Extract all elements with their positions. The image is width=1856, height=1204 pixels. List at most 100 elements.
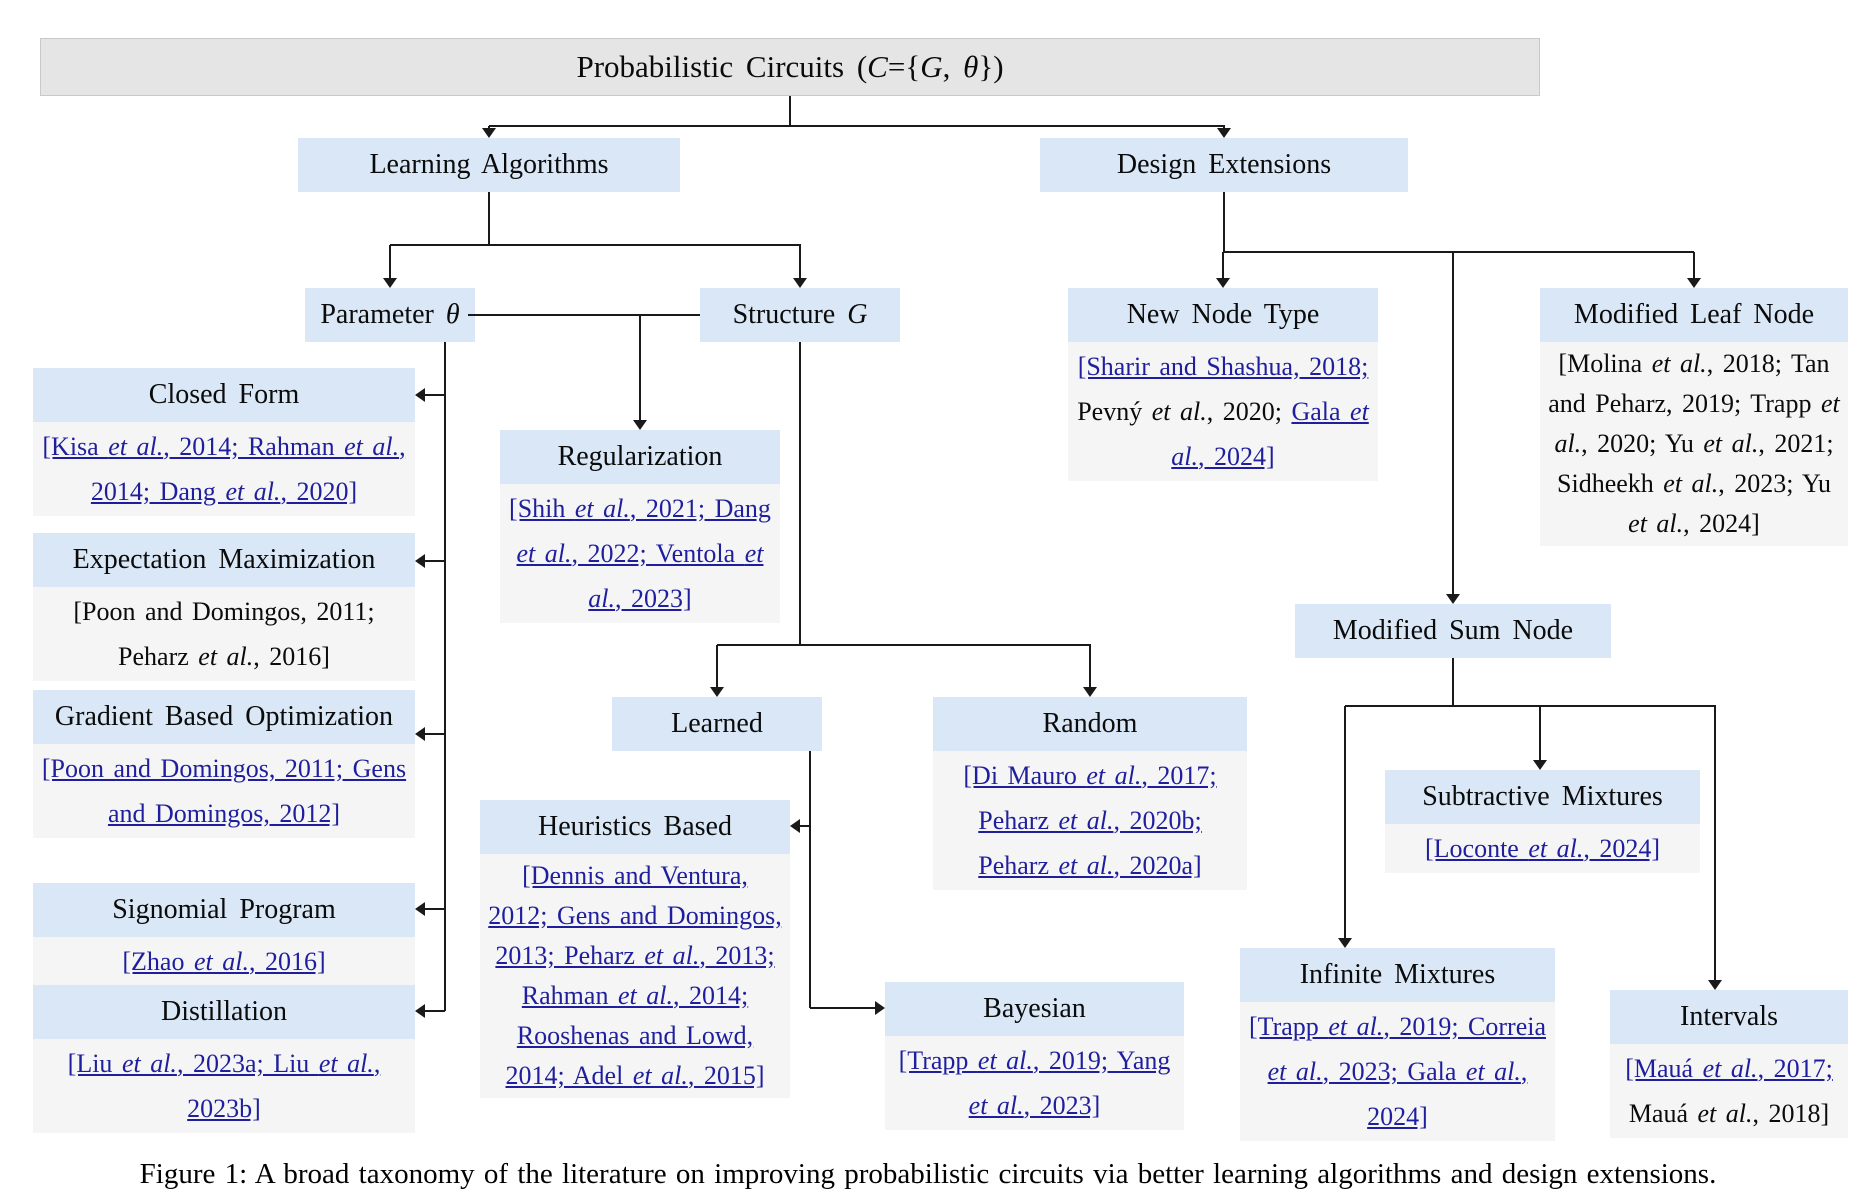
connector-stub-structure [799,245,801,280]
connector-stub-learned [716,645,718,689]
node-modified-leaf-node: Modified Leaf Node [Molina et al., 2018; … [1540,288,1848,546]
connector-closed-form-line [424,394,445,396]
citation-link[interactable]: [Di Mauro et al., 2017; Peharz et al., 2… [963,761,1217,880]
citation-link[interactable]: [Mauá et al., 2017; [1625,1054,1833,1083]
citation-text: Mauá et al., 2018] [1628,1099,1830,1128]
connector-intervals-drop [1714,706,1716,983]
connector-learning-split [390,244,801,246]
node-regularization: Regularization [Shih et al., 2021; Dang e… [500,430,780,623]
arrow-to-design-extensions [1217,128,1231,138]
node-citations: [Liu et al., 2023a; Liu et al., 2023b] [33,1039,415,1133]
node-label: Bayesian [885,982,1184,1036]
connector-signomial-line [424,908,445,910]
node-label: Closed Form [33,368,415,422]
citation-text: [Molina et al., 2018; Tan and Peharz, 20… [1548,349,1840,538]
node-label: Heuristics Based [480,800,790,854]
node-label: Gradient Based Optimization [33,690,415,744]
citation-link[interactable]: [Trapp et al., 2019; Yang et al., 2023] [898,1046,1171,1120]
node-learning-algorithms: Learning Algorithms [298,138,680,192]
node-label: Distillation [33,985,415,1039]
connector-stub-parameter [389,245,391,280]
connector-sum-node-drop [1452,252,1454,596]
connector-heuristics-line [800,825,810,827]
node-label: Parameter θ [305,288,475,342]
node-label: Learned [612,697,822,751]
node-new-node-type: New Node Type[Sharir and Shashua, 2018; … [1068,288,1378,481]
node-bayesian: Bayesian [Trapp et al., 2019; Yang et al.… [885,982,1184,1130]
citation-link[interactable]: [Poon and Domingos, 2011; Gens and Domin… [41,754,407,828]
node-citations: [Sharir and Shashua, 2018; Pevný et al.,… [1068,342,1378,481]
node-intervals: Intervals[Mauá et al., 2017; Mauá et al.… [1610,990,1848,1138]
citation-link[interactable]: [Loconte et al., 2024] [1424,834,1660,863]
node-label: Probabilistic Circuits (C={G, θ}) [40,38,1540,96]
node-root: Probabilistic Circuits (C={G, θ}) [40,38,1540,96]
node-citations: [Poon and Domingos, 2011; Gens and Domin… [33,744,415,838]
connector-stub-new-node [1222,252,1224,280]
node-structure-g: Structure G [700,288,900,342]
node-distillation: Distillation [Liu et al., 2023a; Liu et a… [33,985,415,1133]
connector-stub-subtractive [1539,706,1541,762]
node-label: Modified Sum Node [1295,604,1611,658]
connector-distillation-line [424,1010,445,1012]
citation-link[interactable]: [Zhao et al., 2016] [122,947,326,976]
connector-parameter-trunk [444,342,446,1011]
connector-design-split [1223,251,1694,253]
citation-link[interactable]: Gala et al., 2024] [1171,397,1369,471]
arrow-to-new-node-type [1216,278,1230,288]
node-label: Learning Algorithms [298,138,680,192]
node-label: Intervals [1610,990,1848,1044]
connector-gbo-line [424,733,445,735]
connector-learning-trunk [488,192,490,246]
node-label: Modified Leaf Node [1540,288,1848,342]
node-citations: [Kisa et al., 2014; Rahman et al., 2014;… [33,422,415,516]
node-subtractive-mixtures: Subtractive Mixtures [Loconte et al., 202… [1385,770,1700,873]
arrow-to-intervals [1708,980,1722,990]
node-modified-sum-node: Modified Sum Node [1295,604,1611,658]
figure-caption: Figure 1: A broad taxonomy of the litera… [139,1158,1717,1190]
arrow-to-signomial [415,902,425,916]
arrow-to-learned [710,687,724,697]
node-citations: [Mauá et al., 2017; Mauá et al., 2018] [1610,1044,1848,1138]
connector-level1-split [489,125,1225,127]
connector-root-drop [789,96,791,126]
node-infinite-mixtures: Infinite Mixtures [Trapp et al., 2019; Co… [1240,948,1555,1141]
arrow-to-expectation-maximization [415,554,425,568]
connector-sum-split [1345,705,1716,707]
connector-em-line [424,560,445,562]
connector-parameter-structure [468,314,700,316]
connector-regularization-drop [639,315,641,422]
node-learned: Learned [612,697,822,751]
connector-infinite-drop [1344,706,1346,940]
node-citations: [Molina et al., 2018; Tan and Peharz, 20… [1540,342,1848,546]
node-heuristics-based: Heuristics Based [Dennis and Ventura, 201… [480,800,790,1098]
node-citations: [Zhao et al., 2016] [33,937,415,986]
node-citations: [Shih et al., 2021; Dang et al., 2022; V… [500,484,780,623]
node-label: Regularization [500,430,780,484]
node-label: Subtractive Mixtures [1385,770,1700,824]
node-citations: [Trapp et al., 2019; Correia et al., 202… [1240,1002,1555,1141]
arrow-to-distillation [415,1004,425,1018]
node-parameter-theta: Parameter θ [305,288,475,342]
node-citations: [Poon and Domingos, 2011; Peharz et al.,… [33,587,415,681]
node-label: Design Extensions [1040,138,1408,192]
citation-link[interactable]: [Liu et al., 2023a; Liu et al., 2023b] [67,1049,381,1123]
citation-text: [Poon and Domingos, 2011; Peharz et al.,… [73,597,375,671]
node-citations: [Loconte et al., 2024] [1385,824,1700,873]
connector-structure-trunk [799,342,801,645]
node-label: Signomial Program [33,883,415,937]
arrow-to-parameter [383,278,397,288]
arrow-to-heuristics [790,819,800,833]
arrow-to-regularization [633,420,647,430]
citation-link[interactable]: [Shih et al., 2021; Dang et al., 2022; V… [509,494,771,613]
citation-link[interactable]: [Sharir and Shashua, 2018; [1077,352,1369,381]
node-random: Random[Di Mauro et al., 2017; Peharz et … [933,697,1247,890]
citation-link[interactable]: [Kisa et al., 2014; Rahman et al., 2014;… [42,432,406,506]
node-expectation-maximization: Expectation Maximization[Poon and Doming… [33,533,415,681]
arrow-to-structure [793,278,807,288]
node-label: New Node Type [1068,288,1378,342]
node-citations: [Di Mauro et al., 2017; Peharz et al., 2… [933,751,1247,890]
node-label: Structure G [700,288,900,342]
node-label: Infinite Mixtures [1240,948,1555,1002]
citation-link[interactable]: [Dennis and Ventura, 2012; Gens and Domi… [488,861,782,1090]
citation-link[interactable]: [Trapp et al., 2019; Correia et al., 202… [1248,1012,1546,1131]
